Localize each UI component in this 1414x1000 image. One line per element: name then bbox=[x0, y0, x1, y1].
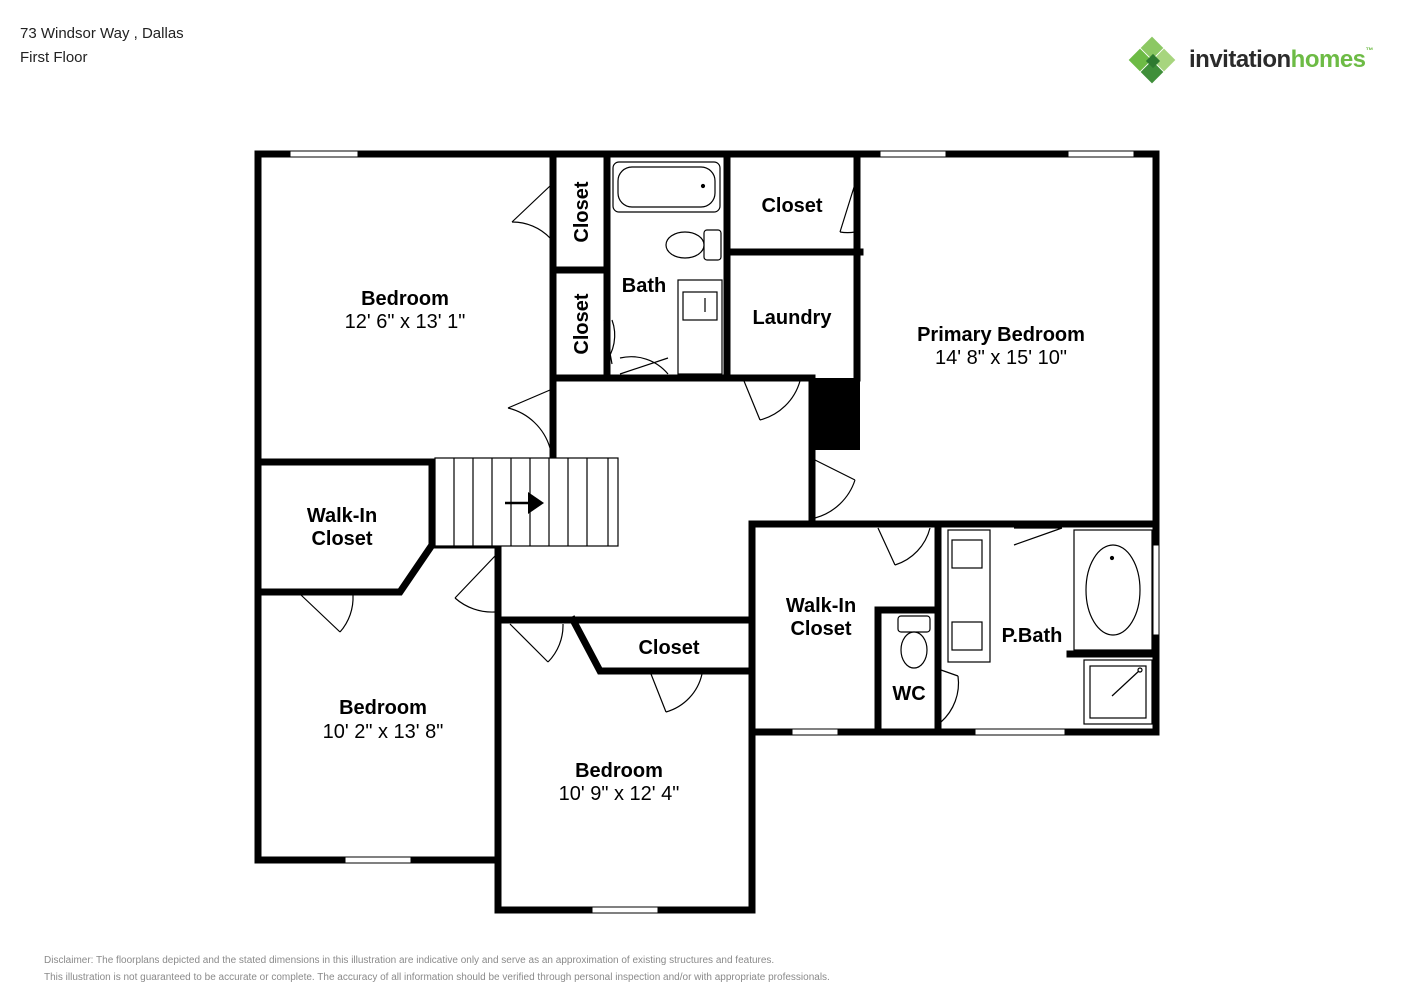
bedroom-s-dims: 10' 9" x 12' 4" bbox=[559, 783, 680, 805]
vanity-sink-icon bbox=[677, 279, 723, 375]
door-swings bbox=[300, 183, 1063, 723]
bath-label: Bath bbox=[622, 275, 666, 297]
brand-wordmark: invitationhomes™ bbox=[1189, 46, 1374, 74]
bathtub-icon bbox=[612, 161, 721, 213]
walkin-west-line2: Closet bbox=[311, 528, 372, 550]
double-vanity-icon bbox=[947, 529, 991, 663]
wc-toilet-icon bbox=[897, 615, 931, 669]
wc-label: WC bbox=[892, 683, 925, 705]
soaking-tub-icon bbox=[1073, 529, 1153, 651]
disclaimer-line-2: This illustration is not guaranteed to b… bbox=[44, 972, 830, 983]
closet-a-label: Closet bbox=[571, 181, 593, 242]
bedroom-s-name: Bedroom bbox=[575, 760, 663, 782]
bedroom-sw-dims: 10' 2" x 13' 8" bbox=[323, 721, 444, 743]
address-block: 73 Windsor Way , Dallas First Floor bbox=[20, 22, 184, 70]
disclaimer-line-1: Disclaimer: The floorplans depicted and … bbox=[44, 955, 775, 966]
laundry-label: Laundry bbox=[753, 307, 833, 329]
windows bbox=[289, 150, 1160, 914]
bedroom-nw-name: Bedroom bbox=[361, 288, 449, 310]
primary-bedroom-dims: 14' 8" x 15' 10" bbox=[935, 347, 1067, 369]
closet-b-label: Closet bbox=[571, 293, 593, 354]
closet-c-label: Closet bbox=[761, 195, 822, 217]
address-line: 73 Windsor Way , Dallas bbox=[20, 25, 184, 42]
walkin-east-line1: Walk-In bbox=[786, 595, 856, 617]
stair-arrow-icon bbox=[505, 492, 544, 514]
brand-word-2: homes bbox=[1290, 46, 1366, 73]
walls bbox=[254, 150, 1160, 914]
shower-icon bbox=[1083, 659, 1153, 725]
diamond-cluster-logo-icon bbox=[1128, 36, 1176, 84]
primary-bedroom-name: Primary Bedroom bbox=[917, 324, 1085, 346]
pbath-label: P.Bath bbox=[1002, 625, 1063, 647]
trademark-mark: ™ bbox=[1365, 46, 1374, 55]
disclaimer: Disclaimer: The floorplans depicted and … bbox=[44, 952, 830, 986]
walkin-east-line2: Closet bbox=[790, 618, 851, 640]
closet-d-label: Closet bbox=[638, 637, 699, 659]
bedroom-nw-dims: 12' 6" x 13' 1" bbox=[345, 311, 466, 333]
chase-block bbox=[812, 378, 860, 450]
walkin-west-line1: Walk-In bbox=[307, 505, 377, 527]
bedroom-sw-name: Bedroom bbox=[339, 697, 427, 719]
floor-label: First Floor bbox=[20, 49, 88, 66]
toilet-icon bbox=[665, 229, 722, 261]
brand-word-1: invitation bbox=[1189, 46, 1291, 73]
